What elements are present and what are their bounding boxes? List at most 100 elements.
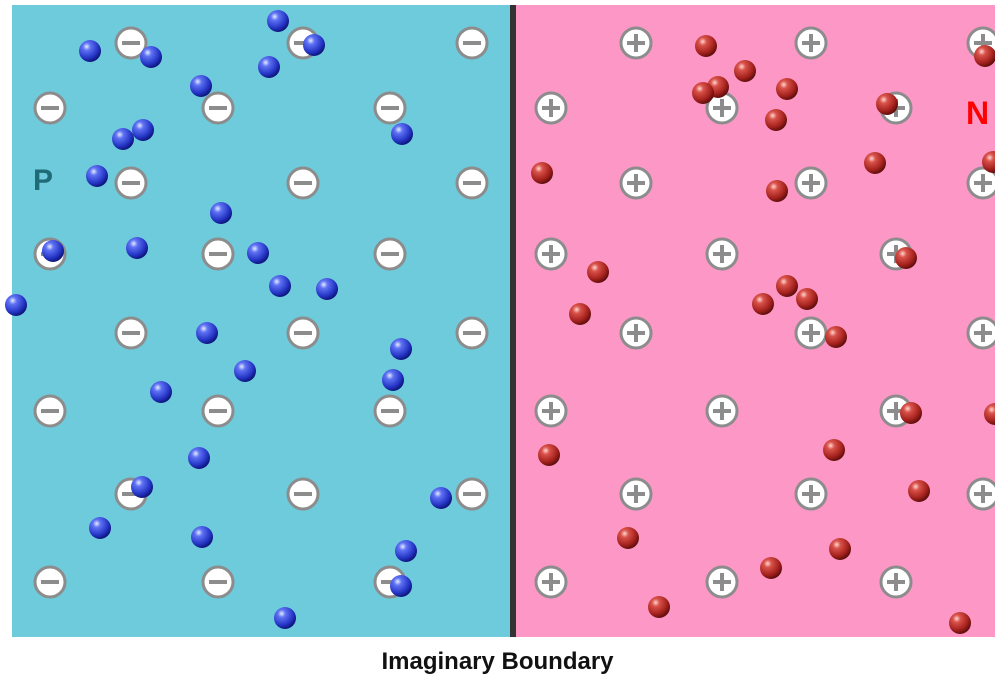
blue-sphere-icon bbox=[126, 237, 148, 259]
plus-circle-icon bbox=[966, 316, 995, 350]
blue-sphere-icon bbox=[303, 34, 325, 56]
blue-sphere-icon bbox=[79, 40, 101, 62]
blue-sphere-icon bbox=[274, 607, 296, 629]
blue-sphere-icon bbox=[395, 540, 417, 562]
minus-circle-icon bbox=[286, 477, 320, 511]
blue-sphere-icon bbox=[382, 369, 404, 391]
blue-sphere-icon bbox=[131, 476, 153, 498]
minus-circle-icon bbox=[286, 316, 320, 350]
blue-sphere-icon bbox=[390, 338, 412, 360]
plus-circle-icon bbox=[705, 237, 739, 271]
minus-circle-icon bbox=[33, 394, 67, 428]
plus-circle-icon bbox=[534, 394, 568, 428]
minus-circle-icon bbox=[33, 565, 67, 599]
minus-circle-icon bbox=[455, 26, 489, 60]
plus-circle-icon bbox=[794, 316, 828, 350]
red-sphere-icon bbox=[982, 151, 995, 173]
blue-sphere-icon bbox=[247, 242, 269, 264]
plus-circle-icon bbox=[619, 26, 653, 60]
plus-circle-icon bbox=[705, 394, 739, 428]
plus-circle-icon bbox=[794, 166, 828, 200]
plus-circle-icon bbox=[705, 565, 739, 599]
minus-circle-icon bbox=[455, 477, 489, 511]
red-sphere-icon bbox=[776, 78, 798, 100]
red-sphere-icon bbox=[569, 303, 591, 325]
blue-sphere-icon bbox=[269, 275, 291, 297]
blue-sphere-icon bbox=[234, 360, 256, 382]
red-sphere-icon bbox=[734, 60, 756, 82]
blue-sphere-icon bbox=[191, 526, 213, 548]
red-sphere-icon bbox=[752, 293, 774, 315]
red-sphere-icon bbox=[695, 35, 717, 57]
plus-circle-icon bbox=[794, 26, 828, 60]
blue-sphere-icon bbox=[196, 322, 218, 344]
minus-circle-icon bbox=[373, 394, 407, 428]
red-sphere-icon bbox=[876, 93, 898, 115]
plus-circle-icon bbox=[966, 477, 995, 511]
blue-sphere-icon bbox=[86, 165, 108, 187]
plus-circle-icon bbox=[619, 477, 653, 511]
blue-sphere-icon bbox=[210, 202, 232, 224]
red-sphere-icon bbox=[895, 247, 917, 269]
red-sphere-icon bbox=[648, 596, 670, 618]
red-sphere-icon bbox=[974, 45, 995, 67]
red-sphere-icon bbox=[823, 439, 845, 461]
plus-circle-icon bbox=[619, 166, 653, 200]
minus-circle-icon bbox=[455, 166, 489, 200]
blue-sphere-icon bbox=[267, 10, 289, 32]
minus-circle-icon bbox=[201, 91, 235, 125]
blue-sphere-icon bbox=[42, 240, 64, 262]
red-sphere-icon bbox=[538, 444, 560, 466]
red-sphere-icon bbox=[825, 326, 847, 348]
red-sphere-icon bbox=[587, 261, 609, 283]
boundary-caption: Imaginary Boundary bbox=[381, 648, 614, 675]
minus-circle-icon bbox=[373, 237, 407, 271]
red-sphere-icon bbox=[900, 402, 922, 424]
plus-circle-icon bbox=[879, 565, 913, 599]
minus-circle-icon bbox=[201, 237, 235, 271]
red-sphere-icon bbox=[908, 480, 930, 502]
red-sphere-icon bbox=[766, 180, 788, 202]
n-region bbox=[515, 5, 995, 637]
p-region bbox=[12, 5, 510, 637]
blue-sphere-icon bbox=[132, 119, 154, 141]
blue-sphere-icon bbox=[258, 56, 280, 78]
red-sphere-icon bbox=[984, 403, 995, 425]
minus-circle-icon bbox=[373, 91, 407, 125]
n-region-label: N bbox=[966, 95, 989, 131]
minus-circle-icon bbox=[33, 91, 67, 125]
plus-circle-icon bbox=[619, 316, 653, 350]
plus-circle-icon bbox=[966, 166, 995, 200]
blue-sphere-icon bbox=[430, 487, 452, 509]
blue-sphere-icon bbox=[89, 517, 111, 539]
blue-sphere-icon bbox=[150, 381, 172, 403]
blue-sphere-icon bbox=[112, 128, 134, 150]
blue-sphere-icon bbox=[316, 278, 338, 300]
red-sphere-icon bbox=[617, 527, 639, 549]
minus-circle-icon bbox=[114, 316, 148, 350]
red-sphere-icon bbox=[760, 557, 782, 579]
red-sphere-icon bbox=[776, 275, 798, 297]
blue-sphere-icon bbox=[190, 75, 212, 97]
minus-circle-icon bbox=[201, 394, 235, 428]
p-region-label: P bbox=[33, 164, 53, 197]
blue-sphere-icon bbox=[391, 123, 413, 145]
minus-circle-icon bbox=[201, 565, 235, 599]
red-sphere-icon bbox=[949, 612, 971, 634]
plus-circle-icon bbox=[794, 477, 828, 511]
red-sphere-icon bbox=[531, 162, 553, 184]
red-sphere-icon bbox=[765, 109, 787, 131]
blue-sphere-icon bbox=[5, 294, 27, 316]
blue-sphere-icon bbox=[140, 46, 162, 68]
blue-sphere-icon bbox=[390, 575, 412, 597]
red-sphere-icon bbox=[864, 152, 886, 174]
pn-junction-diagram: P N bbox=[5, 5, 995, 637]
plus-circle-icon bbox=[534, 237, 568, 271]
minus-circle-icon bbox=[286, 166, 320, 200]
plus-circle-icon bbox=[534, 565, 568, 599]
minus-circle-icon bbox=[114, 166, 148, 200]
minus-circle-icon bbox=[114, 26, 148, 60]
red-sphere-icon bbox=[692, 82, 714, 104]
blue-sphere-icon bbox=[188, 447, 210, 469]
plus-circle-icon bbox=[534, 91, 568, 125]
